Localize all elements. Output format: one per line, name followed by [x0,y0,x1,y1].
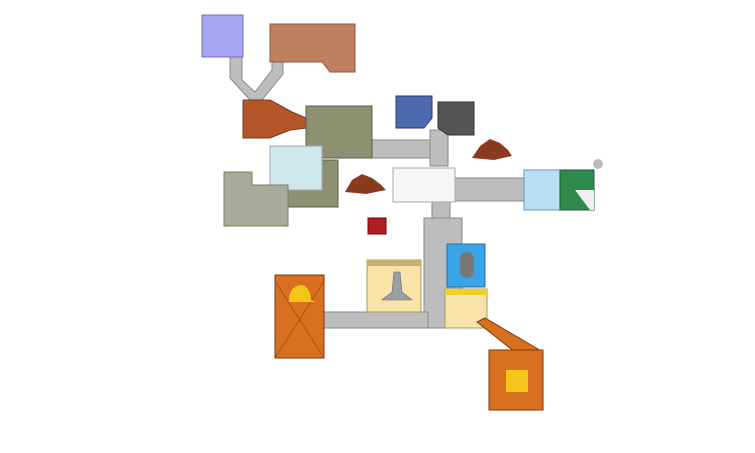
y-corridor [229,56,284,101]
satellite-dish-icon [593,159,603,169]
dark-room[interactable] [437,101,475,136]
yellow-tile [506,370,528,392]
blue-room[interactable] [395,95,433,129]
ship-icon [381,271,413,301]
yellow-room-wall [445,289,487,295]
sand-room-wall [367,260,421,266]
white-room[interactable] [392,167,456,203]
south-corridor [322,311,429,329]
clay-room[interactable] [269,23,356,73]
sage-room[interactable] [223,171,289,227]
rock-icon [472,139,512,160]
hard-hat-icon [289,285,315,302]
red-crate-icon [367,217,387,235]
water-room-rock [460,252,474,278]
north-connector [429,129,449,167]
east-corridor [454,177,526,202]
rock-icon [345,174,386,194]
center-east-corridor [369,139,433,159]
sky-room[interactable] [523,169,561,211]
green-room-floor [575,190,594,210]
orange-room-diagonal [274,280,325,359]
rust-room[interactable] [242,99,307,139]
ice-room[interactable] [269,145,323,191]
purple-room[interactable] [201,14,244,58]
